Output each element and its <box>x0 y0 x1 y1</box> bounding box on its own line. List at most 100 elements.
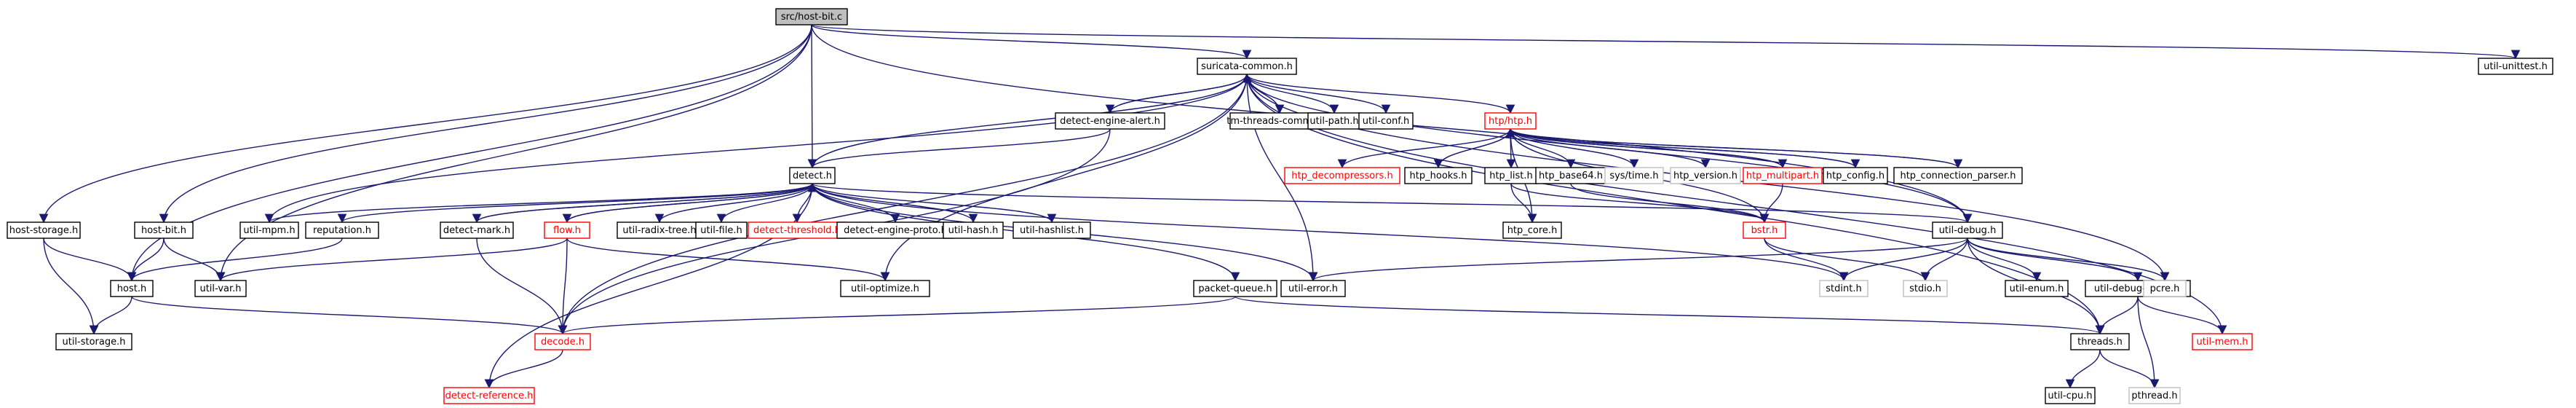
node-pcre[interactable]: pcre.h <box>2143 280 2187 297</box>
node-htp-multipart[interactable]: htp_multipart.h <box>1743 167 1823 184</box>
node-label: htp_multipart.h <box>1746 170 1819 181</box>
node-host-storage[interactable]: host-storage.h <box>7 221 81 239</box>
node-detect-reference[interactable]: detect-reference.h <box>443 387 535 404</box>
node-threads[interactable]: threads.h <box>2070 333 2130 350</box>
edge-detect-to-reputation <box>337 183 813 224</box>
node-util-unittest[interactable]: util-unittest.h <box>2478 58 2553 75</box>
node-util-hash[interactable]: util-hash.h <box>943 221 1004 239</box>
node-util-enum[interactable]: util-enum.h <box>2005 280 2069 297</box>
node-suricata-common[interactable]: suricata-common.h <box>1197 58 1297 75</box>
edge-threads-to-util-cpu <box>2065 349 2101 389</box>
edge-bstr-to-stdint <box>1764 238 1849 282</box>
node-htp-connection-parser[interactable]: htp_connection_parser.h <box>1893 167 2023 184</box>
node-htp-base64[interactable]: htp_base64.h <box>1535 167 1606 184</box>
node-util-file[interactable]: util-file.h <box>695 221 748 239</box>
node-box <box>1197 58 1297 75</box>
node-box <box>1404 167 1473 184</box>
node-label: util-enum.h <box>2010 283 2064 294</box>
node-label: util-hashlist.h <box>1020 225 1084 236</box>
node-util-mpm[interactable]: util-mpm.h <box>239 221 299 239</box>
node-label: tm-threads-common.h <box>1226 116 1333 127</box>
node-util-radix-tree[interactable]: util-radix-tree.h <box>617 221 702 239</box>
node-box <box>1012 221 1091 239</box>
edge-detect-to-stdint <box>812 183 1849 282</box>
node-packet-queue[interactable]: packet-queue.h <box>1193 280 1277 297</box>
node-util-conf[interactable]: util-conf.h <box>1358 112 1414 130</box>
node-host-bit[interactable]: host-bit.h <box>134 221 194 239</box>
node-detect-engine-proto[interactable]: detect-engine-proto.h <box>836 221 954 239</box>
node-label: util-path.h <box>1309 116 1358 127</box>
node-box <box>1743 167 1823 184</box>
node-host[interactable]: host.h <box>110 280 154 297</box>
node-util-optimize[interactable]: util-optimize.h <box>840 280 930 297</box>
node-label: detect-engine-proto.h <box>844 225 947 236</box>
node-util-path[interactable]: util-path.h <box>1307 112 1361 130</box>
node-box <box>1819 280 1868 297</box>
node-htp-core[interactable]: htp_core.h <box>1502 221 1562 239</box>
node-label: util-mem.h <box>2197 337 2248 348</box>
node-decode[interactable]: decode.h <box>534 333 591 350</box>
node-detect[interactable]: detect.h <box>789 167 836 184</box>
node-detect-engine-alert[interactable]: detect-engine-alert.h <box>1055 112 1165 130</box>
edge-decode-to-detect-reference <box>484 349 563 389</box>
node-pthread[interactable]: pthread.h <box>2128 387 2181 404</box>
node-box <box>2128 387 2181 404</box>
node-util-debug[interactable]: util-debug.h <box>1932 221 2003 239</box>
node-htp-hooks[interactable]: htp_hooks.h <box>1404 167 1473 184</box>
edge-htp-to-sys-time <box>1510 128 1639 169</box>
node-htp-decompressors[interactable]: htp_decompressors.h <box>1284 167 1400 184</box>
node-box <box>440 221 514 239</box>
node-label: util-unittest.h <box>2484 61 2548 72</box>
node-bstr[interactable]: bstr.h <box>1743 221 1786 239</box>
node-detect-mark[interactable]: detect-mark.h <box>440 221 514 239</box>
node-htp[interactable]: htp/htp.h <box>1484 112 1537 130</box>
node-label: htp_version.h <box>1673 170 1737 181</box>
node-box <box>110 280 154 297</box>
node-util-error[interactable]: util-error.h <box>1280 280 1346 297</box>
node-box <box>1743 221 1786 239</box>
node-util-cpu[interactable]: util-cpu.h <box>2045 387 2096 404</box>
node-htp-version[interactable]: htp_version.h <box>1670 167 1741 184</box>
node-util-var[interactable]: util-var.h <box>194 280 247 297</box>
edge-htp-to-htp-version <box>1510 128 1711 169</box>
node-label: util-radix-tree.h <box>622 225 696 236</box>
node-label: htp/htp.h <box>1489 116 1532 127</box>
node-label: suricata-common.h <box>1201 61 1293 72</box>
edge-util-debug-to-util-error <box>1309 238 1968 282</box>
node-root[interactable]: src/host-bit.c <box>775 8 848 26</box>
edge-detect-to-util-radix-tree <box>654 183 813 224</box>
node-htp-config[interactable]: htp_config.h <box>1823 167 1888 184</box>
node-reputation[interactable]: reputation.h <box>305 221 379 239</box>
node-label: util-cpu.h <box>2048 391 2092 401</box>
edge-reputation-to-host <box>127 238 343 282</box>
node-box <box>7 221 81 239</box>
node-label: host.h <box>117 283 146 294</box>
node-box <box>134 221 194 239</box>
node-label: bstr.h <box>1751 225 1778 236</box>
node-util-mem[interactable]: util-mem.h <box>2192 333 2253 350</box>
node-sys-time[interactable]: sys/time.h <box>1604 167 1664 184</box>
edge-util-debug-to-stdio <box>1920 238 1968 282</box>
node-box <box>1903 280 1948 297</box>
edge-root-to-host-bit <box>159 24 812 224</box>
node-detect-threshold[interactable]: detect-threshold.h <box>748 221 847 239</box>
node-box <box>1932 221 2003 239</box>
node-htp-list[interactable]: htp_list.h <box>1484 167 1538 184</box>
edge-flow-to-util-optimize <box>566 238 890 282</box>
node-box <box>1193 280 1277 297</box>
edge-host-bit-to-util-var <box>163 238 226 282</box>
node-label: util-debug.h <box>1939 225 1997 236</box>
node-label: sys/time.h <box>1609 170 1658 181</box>
node-util-hashlist[interactable]: util-hashlist.h <box>1012 221 1091 239</box>
node-label: htp_list.h <box>1489 170 1533 181</box>
node-stdio[interactable]: stdio.h <box>1903 280 1948 297</box>
edge-host-storage-to-util-storage <box>43 238 99 335</box>
node-stdint[interactable]: stdint.h <box>1819 280 1868 297</box>
edge-htp-list-to-htp-core <box>1510 183 1537 224</box>
edge-suricata-common-to-htp <box>1246 74 1515 114</box>
node-box <box>2005 280 2069 297</box>
node-box <box>2045 387 2096 404</box>
node-flow[interactable]: flow.h <box>544 221 590 239</box>
node-util-storage[interactable]: util-storage.h <box>55 333 132 350</box>
node-box <box>1502 221 1562 239</box>
